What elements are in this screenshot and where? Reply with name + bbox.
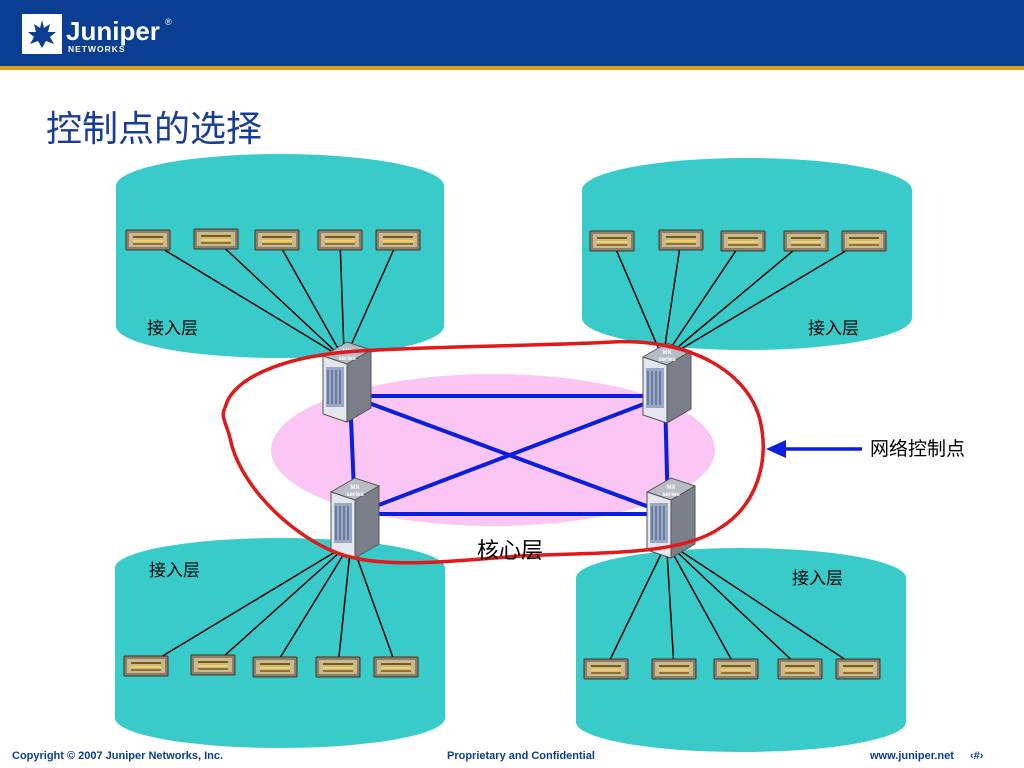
header-bar: [0, 0, 1024, 66]
access-links-bottom-right: [605, 551, 859, 669]
switch-icon: [317, 229, 363, 251]
switch-icon: [254, 229, 300, 251]
footer-page-number: ‹#›: [970, 750, 984, 762]
switch-icons-top-right: [589, 229, 887, 252]
core-layer-label: 核心层: [477, 539, 543, 564]
access-region-top-right: [582, 158, 912, 350]
access-region-bottom-left: [115, 538, 445, 748]
switch-icon: [193, 228, 239, 250]
switch-icon: [783, 230, 829, 252]
switch-icon: [720, 230, 766, 252]
access-label-bottom-left: 接入层: [149, 561, 200, 581]
router-badge-bottom-left-line1: MX: [351, 485, 360, 491]
router-badge-bottom-right-line2: series: [662, 492, 680, 498]
switch-icon: [658, 229, 704, 251]
switch-icons-bottom-right: [583, 658, 881, 680]
logo-wordmark: Juniper: [66, 16, 160, 46]
switch-icon: [315, 656, 361, 678]
slide-title: 控制点的选择: [46, 109, 263, 150]
core-links: [348, 394, 670, 516]
control-point-arrow: [766, 440, 862, 458]
switch-icon: [583, 658, 629, 680]
control-point-label: 网络控制点: [870, 438, 965, 460]
access-links-bottom-left: [145, 551, 397, 667]
router-badge-top-left-line2: series: [338, 356, 356, 362]
access-links-top-right: [611, 239, 865, 353]
router-badge-top-right-line1: MX: [663, 350, 672, 356]
switch-icon: [190, 654, 236, 676]
logo-leaf-icon: [28, 20, 56, 48]
switch-icon: [835, 658, 881, 680]
footer-website[interactable]: www.juniper.net: [870, 750, 954, 762]
access-label-top-left: 接入层: [147, 319, 198, 339]
switch-icon: [713, 658, 759, 680]
access-links-top-left: [147, 239, 399, 353]
control-point-boundary: [221, 339, 765, 565]
footer-copyright: Copyright © 2007 Juniper Networks, Inc.: [12, 750, 224, 762]
juniper-logo: Juniper ® NETWORKS: [22, 14, 172, 54]
switch-icon: [375, 229, 421, 251]
access-label-bottom-right: 接入层: [792, 569, 843, 589]
switch-icon: [777, 658, 823, 680]
router-badge-bottom-right-line1: MX: [667, 485, 676, 491]
header-accent-stripe: [0, 66, 1024, 70]
switch-icon: [589, 230, 635, 252]
access-region-bottom-right: [576, 548, 906, 752]
router-badge-bottom-left-line2: series: [346, 492, 364, 498]
switch-icon: [373, 656, 419, 678]
logo-subtitle: NETWORKS: [68, 44, 126, 54]
switch-icon: [841, 230, 887, 252]
switch-icon: [651, 658, 697, 680]
access-region-top-left: [116, 154, 444, 358]
switch-icon: [123, 655, 169, 677]
switch-icon: [125, 229, 171, 251]
switch-icons-bottom-left: [123, 654, 419, 678]
switch-icon: [252, 656, 298, 678]
access-label-top-right: 接入层: [808, 319, 859, 339]
logo-registered-mark: ®: [165, 17, 172, 27]
footer: Copyright © 2007 Juniper Networks, Inc. …: [0, 744, 1024, 768]
router-badge-top-right-line2: series: [658, 357, 676, 363]
footer-confidential: Proprietary and Confidential: [447, 750, 595, 762]
switch-icons-top-left: [125, 228, 421, 251]
